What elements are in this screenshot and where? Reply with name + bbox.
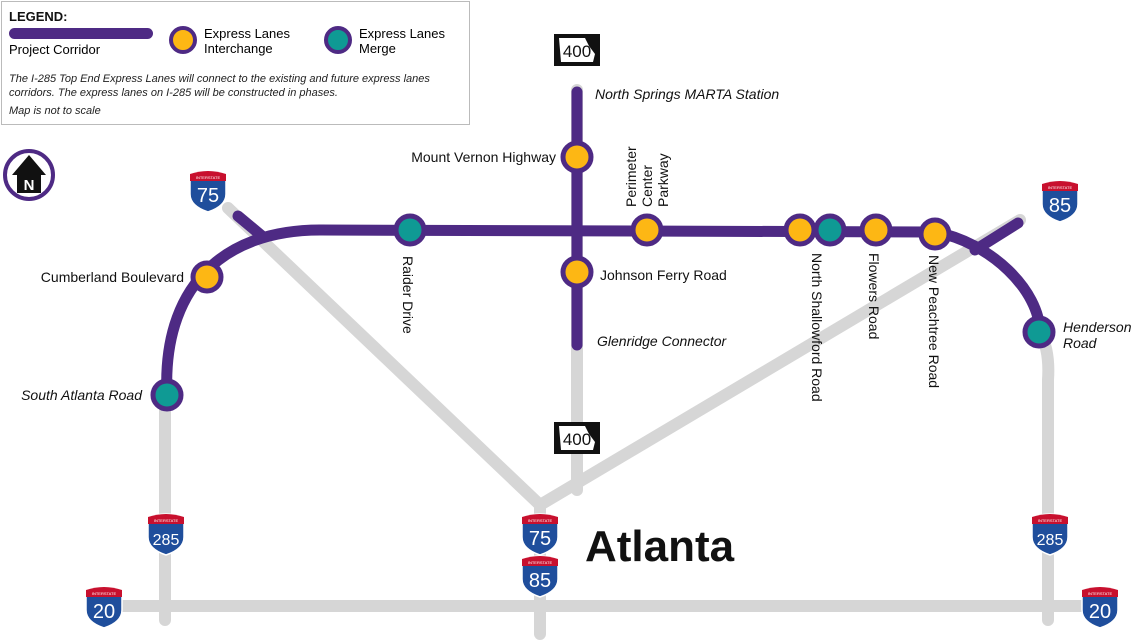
project-corridor [161,86,1046,401]
label-south-atlanta: South Atlanta Road [21,387,143,403]
label-henderson-2: Road [1063,335,1098,351]
road-i85 [534,214,1026,511]
merge-north-shallowford [813,213,847,247]
label-north-springs: North Springs MARTA Station [595,86,779,102]
merge-raider [393,213,427,247]
shield-number: 75 [197,185,219,207]
svg-text:Parkway: Parkway [655,153,671,207]
legend-title: LEGEND: [9,9,68,24]
label-glenridge: Glenridge Connector [597,333,728,349]
ga400-shield-north: 400 [554,34,600,66]
road-i285-east [1034,327,1055,626]
svg-text:INTERSTATE: INTERSTATE [528,518,553,523]
shield-number: 285 [1037,532,1064,549]
shield-number: 85 [529,570,551,592]
label-flowers: Flowers Road [866,253,882,339]
legend-merge-label: Express Lanes Merge [359,26,445,56]
road-i75 [222,202,546,511]
shield-number: 20 [93,601,115,623]
legend-interchange-label: Express Lanes Interchange [204,26,290,56]
legend-corridor-label: Project Corridor [9,42,101,57]
shield-i20: INTERSTATE 20 [1081,586,1119,629]
shield-number: 85 [1049,195,1071,217]
shield-i75: INTERSTATE 75 [521,513,559,556]
interchange-north-shallowford [783,213,817,247]
label-perimeter-center: Perimeter Center Parkway [623,146,671,207]
shield-number: 75 [529,528,551,550]
legend-corridor-swatch [9,28,153,39]
shield-i85: INTERSTATE 85 [521,555,559,598]
interchange-mount-vernon [560,140,594,174]
legend-scale-note: Map is not to scale [9,105,101,117]
shield-number: 285 [153,532,180,549]
svg-text:INTERSTATE: INTERSTATE [196,175,221,180]
svg-text:N: N [24,177,35,194]
legend-merge-icon [324,26,352,54]
label-johnson-ferry: Johnson Ferry Road [600,267,727,283]
svg-text:INTERSTATE: INTERSTATE [1038,518,1063,523]
svg-text:Center: Center [639,165,655,207]
shield-i285: INTERSTATE 285 [1031,513,1069,556]
label-raider: Raider Drive [400,256,416,334]
nodes [150,140,1056,412]
label-henderson: Henderson [1063,319,1132,335]
label-north-shallowford: North Shallowford Road [809,253,825,402]
svg-text:INTERSTATE: INTERSTATE [154,518,179,523]
shield-i285: INTERSTATE 285 [147,513,185,556]
legend-interchange-icon [169,26,197,54]
merge-henderson [1022,315,1056,349]
svg-text:INTERSTATE: INTERSTATE [1088,591,1113,596]
interchange-cumberland [190,260,224,294]
city-label: Atlanta [585,522,735,571]
svg-text:Perimeter: Perimeter [623,146,639,207]
svg-text:INTERSTATE: INTERSTATE [1048,185,1073,190]
merge-south-atlanta [150,378,184,412]
interchange-perimeter-center [630,213,664,247]
interchange-new-peachtree [918,217,952,251]
interchange-flowers [859,213,893,247]
svg-text:400: 400 [563,42,591,61]
svg-text:INTERSTATE: INTERSTATE [528,560,553,565]
svg-text:INTERSTATE: INTERSTATE [92,591,117,596]
interchange-johnson-ferry [560,255,594,289]
label-mount-vernon: Mount Vernon Highway [411,149,556,165]
shield-i20: INTERSTATE 20 [85,586,123,629]
svg-text:400: 400 [563,430,591,449]
label-cumberland: Cumberland Boulevard [41,269,184,285]
ga400-shield-south: 400 [554,422,600,454]
shield-i85: INTERSTATE 85 [1041,180,1079,223]
shield-i75: INTERSTATE 75 [189,170,227,213]
label-new-peachtree: New Peachtree Road [926,255,942,388]
north-arrow-icon: N [3,149,55,201]
legend: LEGEND: Project Corridor Express Lanes I… [1,1,470,125]
legend-note: The I-285 Top End Express Lanes will con… [9,73,430,99]
shield-number: 20 [1089,601,1111,623]
